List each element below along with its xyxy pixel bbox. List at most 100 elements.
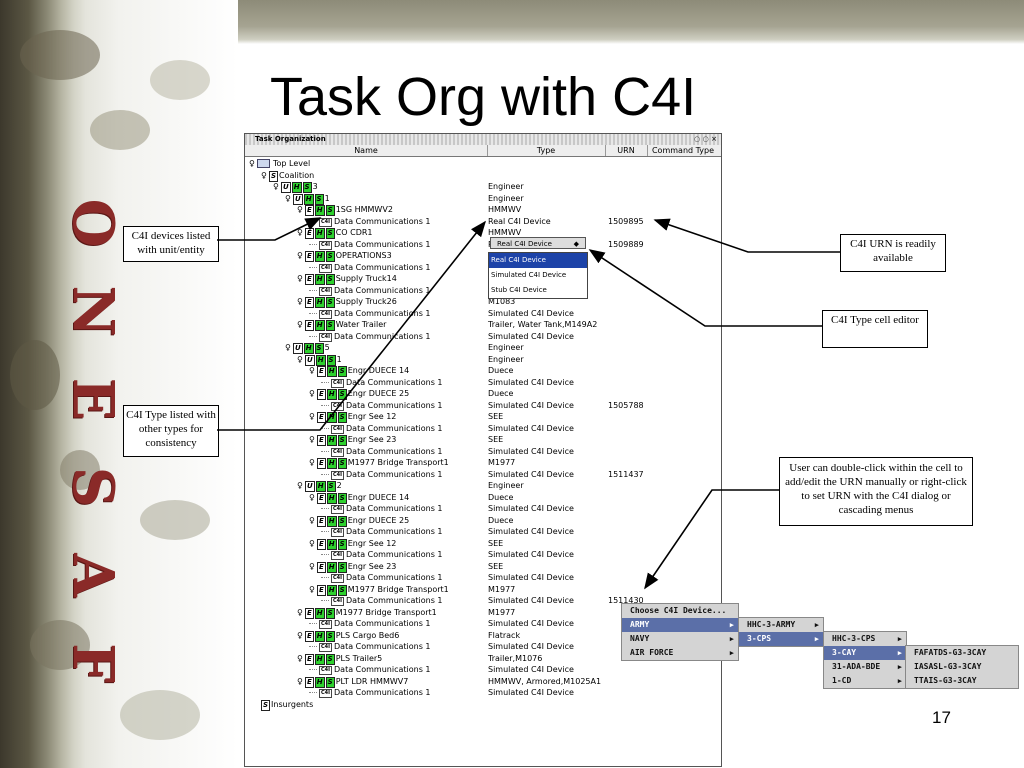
menu-item-army[interactable]: ARMY▶ [622,618,738,632]
row-type[interactable]: Simulated C4I Device [488,504,574,513]
expand-pin-icon[interactable]: ♀ [297,320,303,329]
column-urn[interactable]: URN [605,145,648,156]
column-command-type[interactable]: Command Type [651,146,715,155]
row-urn[interactable]: 1509889 [608,239,644,249]
expand-pin-icon[interactable]: ♀ [297,297,303,306]
row-urn[interactable]: 1509895 [608,216,644,226]
expand-pin-icon[interactable]: ♀ [297,676,303,686]
expand-pin-icon[interactable]: ♀ [309,366,315,375]
expand-pin-icon[interactable]: ♀ [309,561,315,571]
menu-item-31-ada-bde[interactable]: 31-ADA-BDE▶ [824,660,906,674]
menu-item-ttais[interactable]: TTAIS-G3-3CAY [914,676,977,685]
row-type[interactable]: Simulated C4I Device [488,308,574,318]
row-type[interactable]: SEE [488,538,504,548]
expand-pin-icon[interactable]: ♀ [309,538,315,548]
row-type[interactable]: HMMWV [488,205,522,214]
row-type[interactable]: HMMWV [488,228,522,237]
expand-pin-icon[interactable]: ♀ [309,492,315,502]
expand-pin-icon[interactable]: ♀ [297,205,303,214]
row-type[interactable]: Engineer [488,354,524,364]
row-type[interactable]: M1977 [488,584,516,594]
combo-option[interactable]: Stub C4I Device [491,286,547,294]
menu-item-navy[interactable]: NAVY▶ [622,632,738,646]
menu-item-hhc-3-army[interactable]: HHC-3-ARMY▶ [739,618,823,632]
tree-row[interactable]: ♀Top Level [249,158,310,170]
row-type[interactable]: Trailer, Water Tank,M149A2 [488,320,598,329]
menu-item-air-force[interactable]: AIR FORCE▶ [622,646,738,660]
menu-item-choose-device[interactable]: Choose C4I Device... [630,606,727,615]
expand-pin-icon[interactable]: ♀ [309,584,315,594]
row-urn[interactable]: 1511437 [608,469,644,479]
expand-pin-icon[interactable]: ♀ [297,274,303,283]
cay-submenu[interactable]: FAFATDS-G3-3CAY IASASL-G3-3CAY TTAIS-G3-… [905,645,1019,689]
expand-pin-icon[interactable]: ♀ [297,630,303,640]
expand-pin-icon[interactable]: ♀ [309,412,315,421]
row-type[interactable]: Engineer [488,481,524,490]
window-titlebar[interactable]: Task Organization ○ ○ × [245,134,721,145]
row-type[interactable]: Simulated C4I Device [488,642,574,651]
row-urn[interactable]: 1505788 [608,400,644,410]
row-type[interactable]: Duece [488,492,514,502]
menu-item-fafatds[interactable]: FAFATDS-G3-3CAY [914,648,987,657]
menu-item-1-cd[interactable]: 1-CD▶ [824,674,906,688]
row-type[interactable]: Simulated C4I Device [488,527,574,536]
row-type[interactable]: M1977 [488,458,516,467]
expand-pin-icon[interactable]: ♀ [297,228,303,237]
row-type[interactable]: M1977 [488,607,516,617]
row-type[interactable]: HMMWV, Armored,M1025A1 [488,676,602,686]
row-type[interactable]: Simulated C4I Device [488,550,574,559]
expand-pin-icon[interactable]: ♀ [297,653,303,663]
row-type[interactable]: Duece [488,389,514,398]
combo-option[interactable]: Real C4I Device [489,253,587,268]
expand-pin-icon[interactable]: ♀ [309,435,315,444]
army-submenu[interactable]: HHC-3-ARMY▶ 3-CPS▶ [738,617,824,647]
menu-item-3-cps[interactable]: 3-CPS▶ [739,632,823,646]
expand-pin-icon[interactable]: ♀ [297,354,303,364]
expand-pin-icon[interactable]: ♀ [297,607,303,617]
row-type[interactable]: Simulated C4I Device [488,596,574,605]
column-type[interactable]: Type [487,145,606,156]
expand-pin-icon[interactable]: ♀ [309,389,315,398]
column-name[interactable]: Name [245,145,488,156]
row-type[interactable]: Flatrack [488,630,521,640]
row-type[interactable]: Simulated C4I Device [488,377,574,387]
row-type[interactable]: Duece [488,515,514,525]
row-type[interactable]: Simulated C4I Device [488,573,574,582]
expand-pin-icon[interactable]: ♀ [273,182,279,191]
row-type[interactable]: Real C4I Device [488,216,551,226]
row-urn[interactable]: 1511430 [608,596,644,605]
row-type[interactable]: Simulated C4I Device [488,446,574,456]
row-type[interactable]: SEE [488,435,504,444]
row-type[interactable]: Simulated C4I Device [488,665,574,674]
expand-pin-icon[interactable]: ♀ [261,170,267,180]
